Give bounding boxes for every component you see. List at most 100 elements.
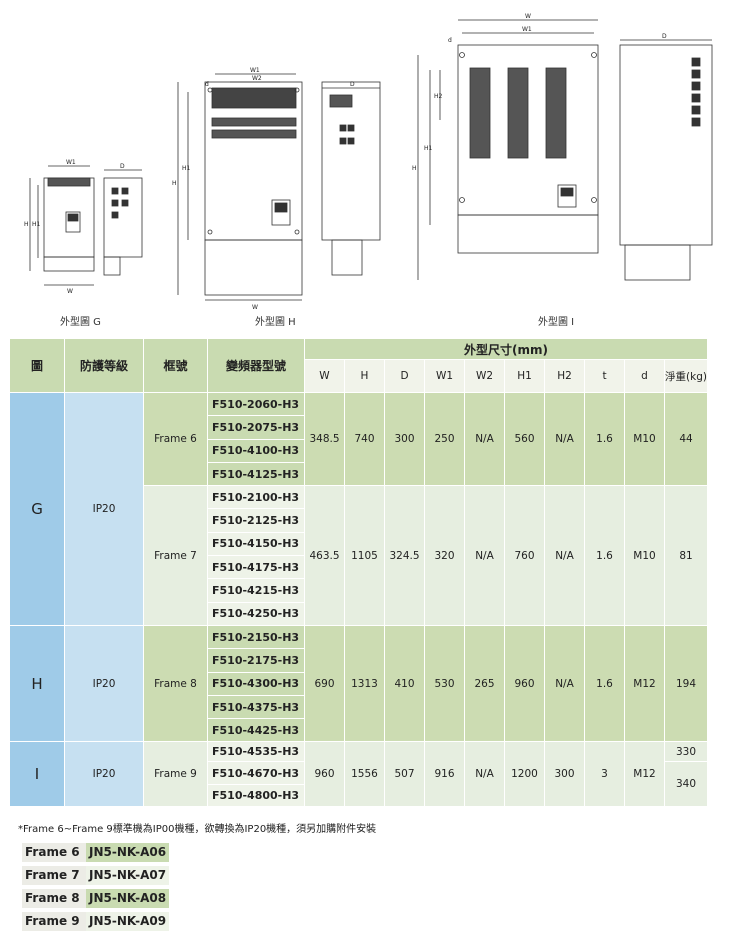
label-h-d: D	[350, 81, 355, 88]
table-row: I IP20 Frame 9 F510-4535-H3 960 1556 507…	[9, 741, 708, 808]
value-w: 463.5	[304, 485, 345, 626]
value-h1: 760	[504, 485, 545, 626]
header-dim-w: W	[304, 359, 345, 393]
model-cell: F510-4425-H3	[207, 718, 305, 743]
frame-cell-7: Frame 7	[143, 485, 208, 626]
label-i-w: W	[525, 13, 531, 20]
table-row: F510-4425-H3	[10, 718, 708, 743]
drawing-i-front	[417, 19, 599, 280]
value-h2: N/A	[544, 624, 585, 743]
label-i-w1: W1	[522, 26, 532, 33]
table-header-row: 圖 防護等級 框號 變頻器型號 外型尺寸(mm)	[9, 338, 708, 393]
dimension-spec-table: 圖 防護等級 框號 變頻器型號 外型尺寸(mm) W H D W1 W2 H1 …	[9, 338, 708, 808]
table-row: F510-2175-H3	[10, 648, 708, 673]
caption-g: 外型圖 G	[60, 317, 101, 328]
value-h: 1105	[344, 485, 385, 626]
table-row: F510-4215-H3	[10, 578, 708, 603]
protection-cell-i: IP20	[64, 741, 144, 808]
table-subheader-row: W H D W1 W2 H1 H2 t d 淨重(kg)	[10, 359, 708, 393]
value-small-d: M12	[624, 741, 665, 808]
header-dim-t: t	[584, 359, 625, 393]
table-row: F510-4250-H3	[10, 601, 708, 626]
value-weight: 340	[664, 761, 708, 808]
drawing-g-front	[29, 165, 95, 286]
value-h2: 300	[544, 741, 585, 808]
drawing-h-front	[177, 73, 303, 301]
table-row: F510-4375-H3	[10, 694, 708, 720]
value-h2: N/A	[544, 485, 585, 626]
header-model: 變頻器型號	[207, 338, 305, 393]
model-cell: F510-4535-H3	[207, 741, 305, 763]
label-h-w1: W1	[250, 67, 260, 74]
header-weight: 淨重(kg)	[664, 359, 708, 393]
kit-frame: Frame 6	[22, 843, 86, 862]
header-dim-h2: H2	[544, 359, 585, 393]
value-d: 300	[384, 391, 425, 487]
header-frame: 框號	[143, 338, 208, 393]
model-cell: F510-4375-H3	[207, 694, 305, 720]
value-w: 348.5	[304, 391, 345, 487]
label-h-w2: W2	[252, 75, 262, 82]
value-small-d: M10	[624, 485, 665, 626]
value-t: 1.6	[584, 624, 625, 743]
value-d: 507	[384, 741, 425, 808]
header-dim-h1: H1	[504, 359, 545, 393]
value-h1: 1200	[504, 741, 545, 808]
model-cell: F510-4100-H3	[207, 438, 305, 463]
frame-cell-8: Frame 8	[143, 624, 208, 743]
drawing-h-side	[321, 81, 381, 276]
frame-cell-6: Frame 6	[143, 391, 208, 487]
table-row: F510-4100-H3	[10, 438, 708, 463]
value-d: 410	[384, 624, 425, 743]
table-row: H IP20 Frame 8 F510-2150-H3 690 1313 410…	[9, 624, 708, 743]
value-weight: 44	[664, 391, 708, 487]
label-i-h1: H1	[424, 145, 433, 152]
value-h1: 560	[504, 391, 545, 487]
label-g-h1: H1	[32, 221, 41, 228]
label-h-w: W	[252, 304, 258, 311]
fig-cell-g: G	[9, 392, 65, 626]
value-w1: 320	[424, 485, 465, 626]
table-row: F510-4175-H3	[10, 555, 708, 580]
table-row: F510-4300-H3	[10, 671, 708, 696]
model-cell: F510-2150-H3	[207, 624, 305, 650]
value-w: 690	[304, 624, 345, 743]
model-cell: F510-4250-H3	[207, 601, 305, 626]
value-w2: N/A	[464, 485, 505, 626]
header-dim-w1: W1	[424, 359, 465, 393]
value-w2: 265	[464, 624, 505, 743]
label-g-d: D	[120, 163, 125, 170]
value-t: 3	[584, 741, 625, 808]
label-i-d: D	[662, 33, 667, 40]
value-h: 740	[344, 391, 385, 487]
kit-part: JN5-NK-A06	[86, 843, 170, 862]
kit-frame: Frame 7	[22, 866, 86, 885]
value-h: 1313	[344, 624, 385, 743]
protection-cell-h: IP20	[64, 624, 144, 743]
value-small-d: M10	[624, 391, 665, 487]
header-dim-w2: W2	[464, 359, 505, 393]
model-cell: F510-2075-H3	[207, 415, 305, 440]
value-h: 1556	[344, 741, 385, 808]
value-w1: 916	[424, 741, 465, 808]
table-row: G IP20 Frame 6 F510-2060-H3 348.5 740 30…	[9, 391, 708, 626]
kit-part: JN5-NK-A09	[86, 912, 170, 931]
header-dim-small-d: d	[624, 359, 665, 393]
value-t: 1.6	[584, 485, 625, 626]
protection-cell-g: IP20	[64, 392, 144, 626]
value-weight: 81	[664, 485, 708, 626]
label-h-h1: H1	[182, 165, 191, 172]
fig-cell-i: I	[9, 741, 65, 808]
value-w1: 530	[424, 624, 465, 743]
kit-frame: Frame 8	[22, 889, 86, 908]
drawing-g-side	[103, 169, 143, 276]
model-cell: F510-4175-H3	[207, 555, 305, 580]
kit-frame: Frame 9	[22, 912, 86, 931]
fig-cell-h: H	[9, 624, 65, 743]
footnote: *Frame 6~Frame 9標準機為IP00機種，欲轉換為IP20機種，須另…	[18, 824, 377, 835]
header-dim-h: H	[344, 359, 385, 393]
